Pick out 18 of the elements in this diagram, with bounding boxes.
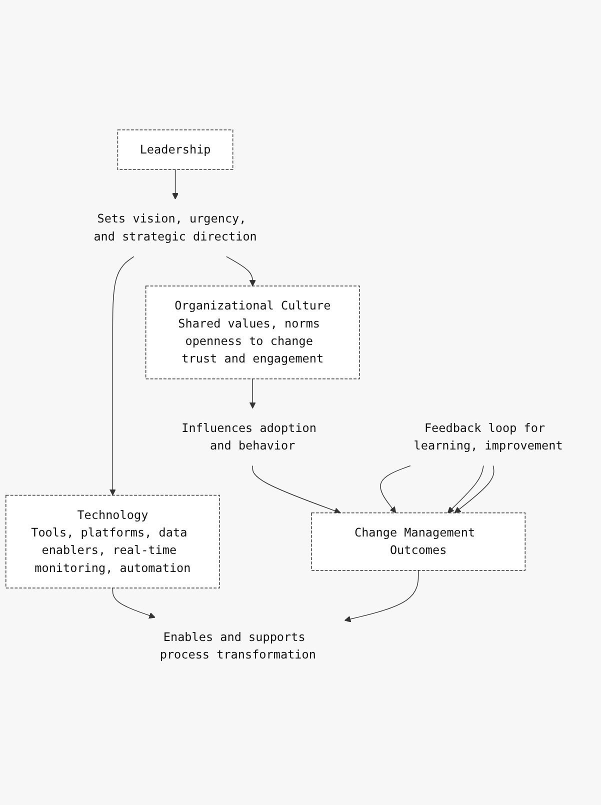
arrow (112, 588, 156, 619)
arrow (252, 465, 341, 514)
node-box: Technology Tools, platforms, data enablers, real-time monitoring, automation (6, 494, 220, 588)
arrow (226, 256, 256, 286)
node-text: Influences adoption and behavior (182, 420, 316, 453)
arrow (344, 570, 419, 622)
arrow (109, 256, 134, 496)
arrow (249, 378, 256, 409)
node-box: Organizational Culture Shared values, norms openness to change trust and engagement (145, 286, 360, 380)
arrow (447, 465, 484, 514)
arrow (172, 169, 179, 200)
node-text: Enables and supports process transformation (160, 630, 316, 662)
node-text: Sets vision, urgency, and strategic direction (94, 212, 257, 244)
node-text: Feedback loop for learning, improvement (414, 420, 563, 453)
arrow (380, 465, 411, 514)
node-box: Change Management Outcomes (311, 512, 526, 571)
node-box: Leadership (117, 130, 234, 170)
arrow (454, 465, 494, 514)
